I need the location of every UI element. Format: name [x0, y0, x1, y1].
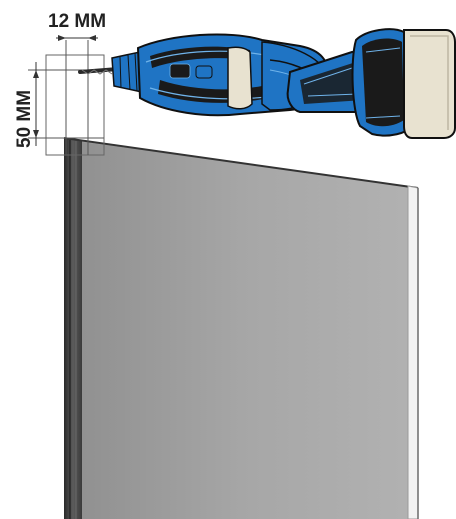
door-left-edge	[64, 138, 82, 519]
door-top-edge	[63, 137, 419, 189]
drill-band	[227, 46, 253, 110]
measurement-guide	[28, 35, 105, 156]
height-dimension-label: 50 MM	[14, 90, 35, 148]
door-right-strip	[407, 185, 419, 519]
drill-battery	[403, 29, 456, 139]
cordless-drill-icon	[78, 28, 456, 139]
width-dimension-label: 12 MM	[48, 11, 106, 32]
guide-rectangle	[45, 54, 105, 156]
drill-bit	[78, 67, 120, 74]
door-panel	[63, 137, 419, 519]
